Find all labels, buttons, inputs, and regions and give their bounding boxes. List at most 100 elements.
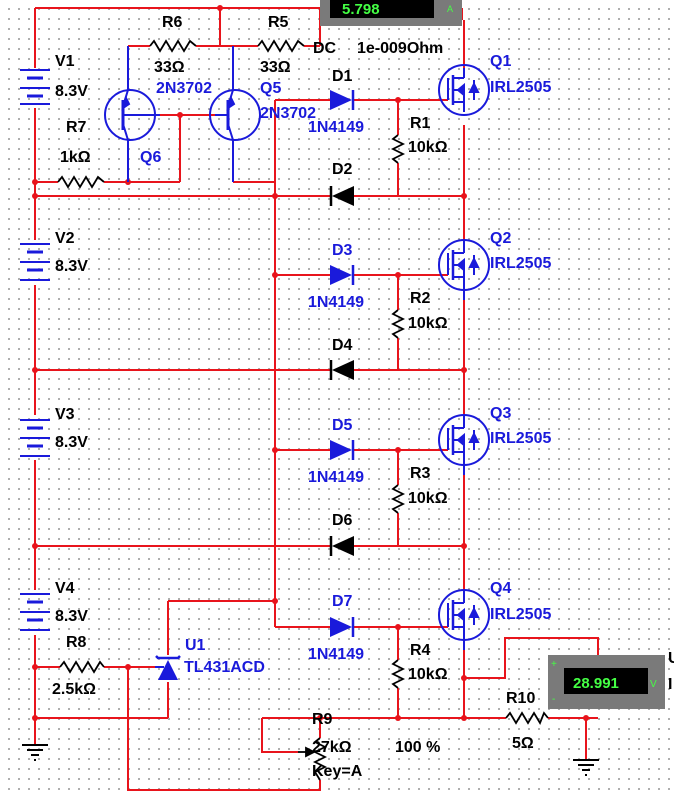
label-r9-setting: 100 % <box>395 739 440 756</box>
label-v2-ref: V2 <box>55 230 75 247</box>
label-r1-ref: R1 <box>410 115 431 132</box>
label-v4-ref: V4 <box>55 580 75 597</box>
label-v3-value: 8.3V <box>55 434 88 451</box>
ammeter-unit: A <box>447 4 453 14</box>
voltmeter-plus-icon: + <box>551 659 557 670</box>
label-v3-ref: V3 <box>55 406 75 423</box>
label-r5-ref: R5 <box>268 14 289 31</box>
diode-d2[interactable] <box>329 186 354 206</box>
battery-v3[interactable] <box>20 419 50 457</box>
label-q2-ref: Q2 <box>490 230 511 247</box>
diode-d7[interactable] <box>330 617 355 637</box>
label-q2-model: IRL2505 <box>490 255 551 272</box>
label-d1-model: 1N4149 <box>308 119 364 136</box>
label-q5-model: 2N3702 <box>260 105 316 122</box>
label-r7-ref: R7 <box>66 119 87 136</box>
label-voltmeter-tag-top: U <box>668 650 674 667</box>
label-q4-model: IRL2505 <box>490 606 551 623</box>
label-r6-value: 33Ω <box>154 59 185 76</box>
battery-v2[interactable] <box>20 243 50 281</box>
label-d1-ref: D1 <box>332 68 353 85</box>
label-q3-ref: Q3 <box>490 405 511 422</box>
label-voltmeter-tag-bottom: I <box>668 676 672 693</box>
label-u1-ref: U1 <box>185 637 206 654</box>
label-r1-value: 10kΩ <box>408 139 448 156</box>
label-d7-ref: D7 <box>332 593 353 610</box>
label-r9-value: 27kΩ <box>312 739 352 756</box>
diode-d6[interactable] <box>329 536 354 556</box>
voltmeter-unit: V <box>650 679 657 690</box>
label-d2-ref: D2 <box>332 161 353 178</box>
diode-d4[interactable] <box>329 360 354 380</box>
resistor-r3[interactable] <box>390 484 406 514</box>
diode-d5[interactable] <box>330 440 355 460</box>
mosfet-q4[interactable] <box>438 589 490 650</box>
label-r7-value: 1kΩ <box>60 149 91 166</box>
label-d6-ref: D6 <box>332 512 353 529</box>
label-q1-model: IRL2505 <box>490 79 551 96</box>
label-r9-key: Key=A <box>312 763 363 780</box>
label-d7-model: 1N4149 <box>308 646 364 663</box>
mosfet-q2[interactable] <box>438 239 490 300</box>
mosfet-q3[interactable] <box>438 414 490 475</box>
label-r4-value: 10kΩ <box>408 666 448 683</box>
label-d3-model: 1N4149 <box>308 294 364 311</box>
mosfet-q1[interactable] <box>438 64 490 116</box>
shunt-regulator-u1[interactable] <box>155 655 181 680</box>
resistor-r2[interactable] <box>390 309 406 339</box>
label-meter-resistance: 1e-009Ohm <box>357 40 443 57</box>
diode-d3[interactable] <box>330 265 355 285</box>
battery-v4[interactable] <box>20 593 50 631</box>
label-q1-ref: Q1 <box>490 53 511 70</box>
resistor-r5[interactable] <box>257 39 305 53</box>
resistor-r4[interactable] <box>390 659 406 689</box>
transistor-q6[interactable] <box>104 46 160 182</box>
label-r3-ref: R3 <box>410 465 431 482</box>
label-v4-value: 8.3V <box>55 608 88 625</box>
label-r10-value: 5Ω <box>512 735 534 752</box>
label-q6-ref: Q6 <box>140 149 161 166</box>
label-r3-value: 10kΩ <box>408 490 448 507</box>
transistor-q5[interactable] <box>209 46 261 182</box>
voltmeter[interactable]: 28.991 V + - <box>548 655 665 709</box>
wires <box>34 7 599 791</box>
label-meter-mode: DC <box>313 40 337 57</box>
voltmeter-reading: 28.991 <box>573 675 619 692</box>
label-r2-value: 10kΩ <box>408 315 448 332</box>
label-r8-value: 2.5kΩ <box>52 681 96 698</box>
ammeter-reading: 5.798 <box>342 1 380 18</box>
label-r2-ref: R2 <box>410 290 431 307</box>
label-q4-ref: Q4 <box>490 580 511 597</box>
label-u1-model: TL431ACD <box>184 659 265 676</box>
resistor-r7[interactable] <box>57 175 105 189</box>
label-r10-ref: R10 <box>506 690 535 707</box>
resistor-r10[interactable] <box>505 711 549 726</box>
voltmeter-minus-icon: - <box>552 694 555 705</box>
label-q3-model: IRL2505 <box>490 430 551 447</box>
resistor-r6[interactable] <box>149 39 197 53</box>
label-d4-ref: D4 <box>332 337 353 354</box>
label-v1-ref: V1 <box>55 53 75 70</box>
label-r4-ref: R4 <box>410 642 431 659</box>
ground-symbol-right <box>573 759 599 776</box>
junctions <box>32 5 589 721</box>
diode-d1[interactable] <box>330 90 355 110</box>
label-r6-ref: R6 <box>162 14 183 31</box>
label-v1-value: 8.3V <box>55 83 88 100</box>
label-q5-ref: Q5 <box>260 80 281 97</box>
label-d5-model: 1N4149 <box>308 469 364 486</box>
label-d3-ref: D3 <box>332 242 353 259</box>
ammeter[interactable]: 5.798 A <box>320 0 462 26</box>
ground-symbol-left <box>22 744 48 761</box>
resistor-r8[interactable] <box>59 660 105 674</box>
label-q6-model: 2N3702 <box>156 80 212 97</box>
battery-v1[interactable] <box>20 69 50 105</box>
potentiometer-r9[interactable] <box>298 737 328 781</box>
label-r9-ref: R9 <box>312 711 333 728</box>
resistor-r1[interactable] <box>390 134 406 164</box>
label-d5-ref: D5 <box>332 417 353 434</box>
label-r5-value: 33Ω <box>260 59 291 76</box>
label-r8-ref: R8 <box>66 634 87 651</box>
